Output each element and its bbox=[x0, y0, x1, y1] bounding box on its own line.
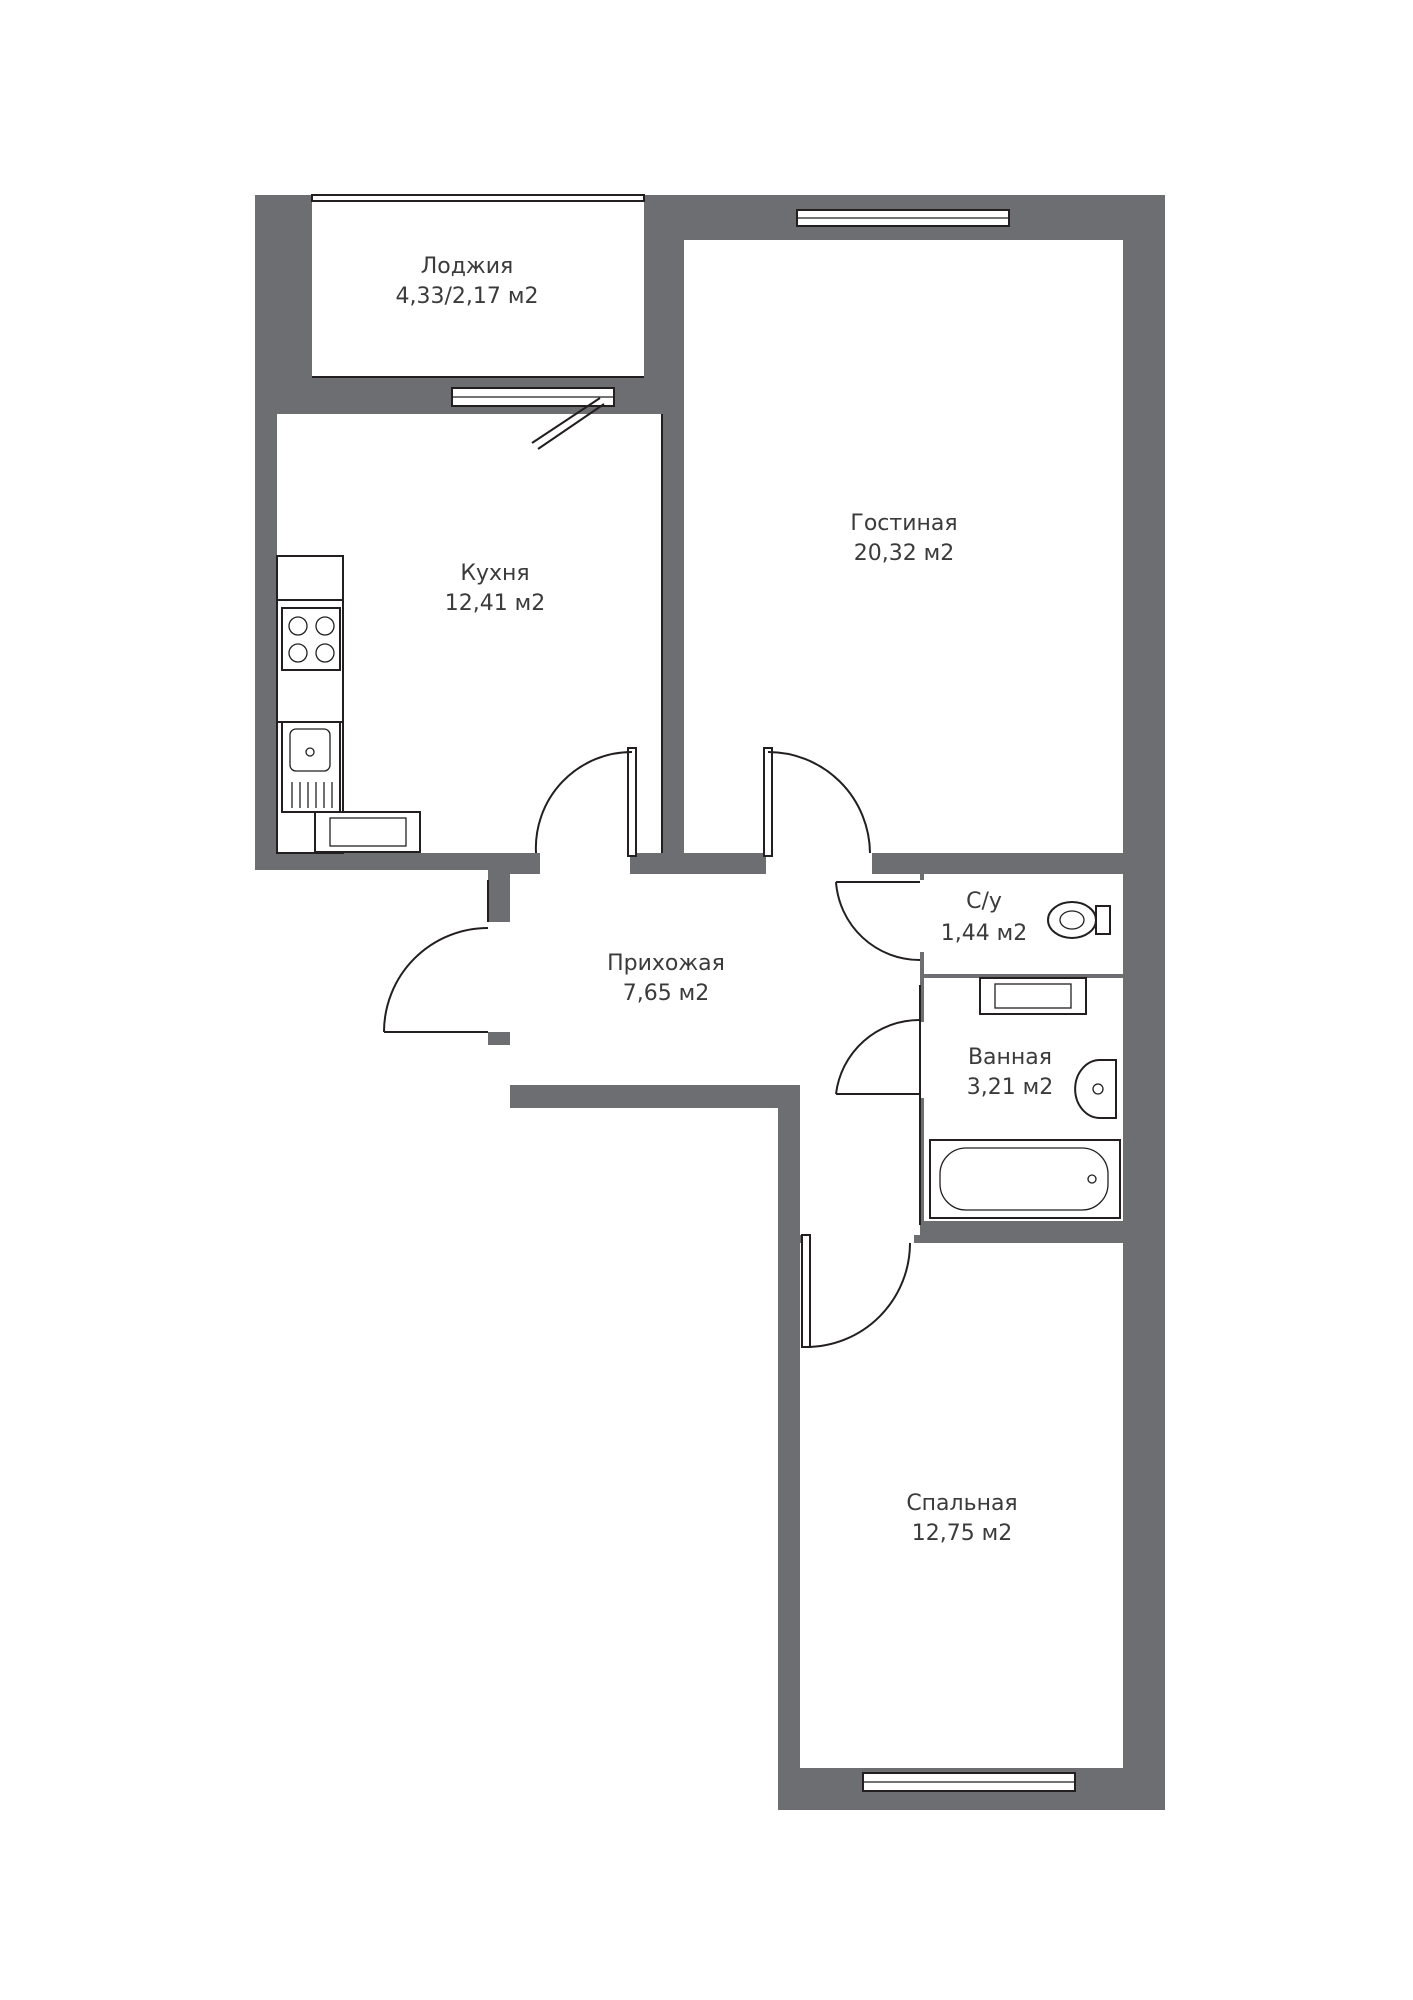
bedroom-area-label: 12,75 м2 bbox=[912, 1521, 1013, 1546]
loggia-area-label: 4,33/2,17 м2 bbox=[396, 284, 539, 309]
hall-floor bbox=[510, 874, 920, 1235]
loggia-floor bbox=[312, 195, 644, 377]
living-name-label: Гостиная bbox=[850, 511, 957, 536]
bedroom-name-label: Спальная bbox=[906, 1491, 1017, 1516]
wc-name-label: С/у bbox=[966, 889, 1002, 914]
sink-icon bbox=[281, 721, 341, 813]
living-floor bbox=[684, 240, 1123, 853]
bedroom-door bbox=[801, 1234, 911, 1348]
loggia-window bbox=[311, 194, 645, 202]
hall-name-label: Прихожая bbox=[607, 951, 725, 976]
loggia-kitchen-window bbox=[451, 387, 615, 407]
bathtub-icon bbox=[929, 1139, 1121, 1219]
living-area-label: 20,32 м2 bbox=[854, 541, 955, 566]
bedroom-window bbox=[862, 1772, 1076, 1792]
entrance-opening bbox=[486, 922, 512, 1032]
washbasin-icon bbox=[1074, 1059, 1117, 1119]
loggia-name-label: Лоджия bbox=[421, 254, 514, 279]
balcony-door bbox=[531, 397, 605, 450]
entrance-door bbox=[383, 880, 489, 1033]
wc-door-gap bbox=[917, 880, 929, 952]
kitchen-area-label: 12,41 м2 bbox=[445, 591, 546, 616]
wc-area-label: 1,44 м2 bbox=[941, 921, 1028, 946]
kitchen-door-gap bbox=[540, 850, 630, 878]
bedroom-door-gap bbox=[804, 1230, 914, 1248]
living-window bbox=[796, 209, 1010, 227]
kitchen-cabinet bbox=[314, 811, 421, 853]
bathroom-name-label: Ванная bbox=[968, 1045, 1052, 1070]
hall-area-label: 7,65 м2 bbox=[623, 981, 710, 1006]
bath-door-gap bbox=[917, 1022, 929, 1098]
bathroom-door bbox=[835, 1018, 921, 1095]
wc-door bbox=[835, 881, 921, 962]
washing-machine-icon bbox=[979, 977, 1087, 1015]
kitchen-name-label: Кухня bbox=[460, 561, 529, 586]
stove-icon bbox=[281, 607, 341, 671]
living-door-gap bbox=[766, 850, 872, 878]
bedroom-floor bbox=[800, 1243, 1123, 1768]
bathroom-area-label: 3,21 м2 bbox=[967, 1075, 1054, 1100]
living-door bbox=[763, 747, 871, 857]
toilet-icon bbox=[1047, 901, 1111, 939]
kitchen-door bbox=[534, 747, 637, 857]
